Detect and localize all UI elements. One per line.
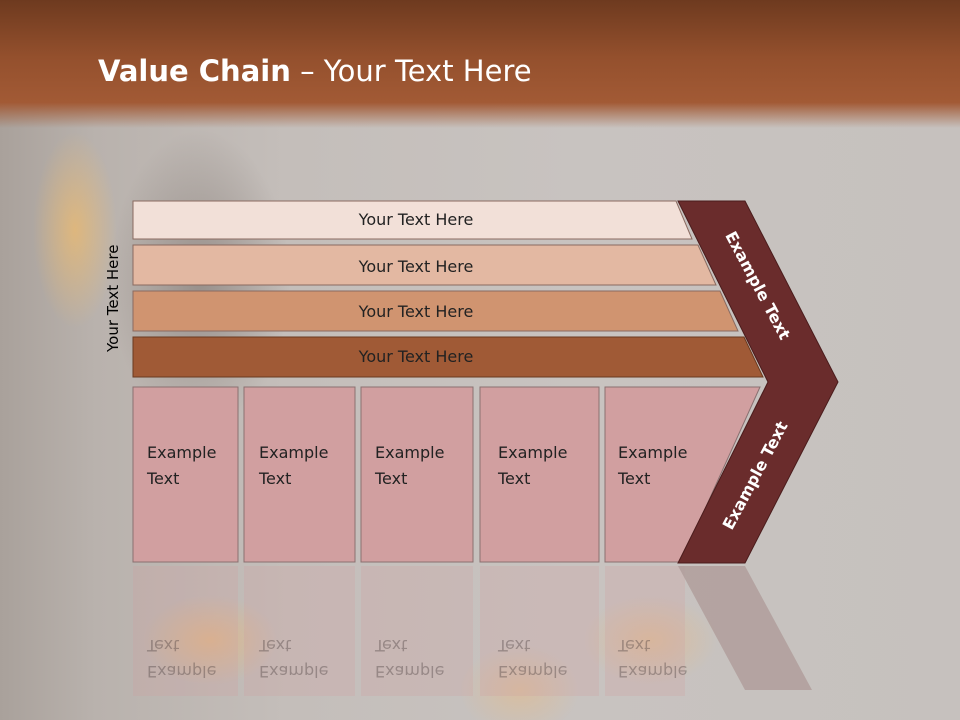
box-2-reflection-line2: Text: [259, 636, 292, 655]
bar-1-label: Your Text Here: [358, 210, 474, 229]
bar-3-shape[interactable]: [132, 290, 739, 332]
bar-1-shape[interactable]: [132, 200, 693, 240]
bar-3-label: Your Text Here: [358, 302, 474, 321]
box-1-line1: Example: [147, 443, 217, 462]
reflection: [133, 566, 812, 696]
box-3-text: Example Text: [375, 440, 444, 492]
box-1-reflection-line1: Example: [147, 662, 217, 681]
title-rest: – Your Text Here: [290, 54, 532, 88]
box-2-reflection-line1: Example: [259, 662, 329, 681]
box-5-reflection: Example Text: [618, 632, 687, 684]
box-4-reflection: Example Text: [498, 632, 567, 684]
box-3-reflection-line2: Text: [375, 636, 408, 655]
box-4-text: Example Text: [498, 440, 567, 492]
box-5-reflection-line1: Example: [618, 662, 688, 681]
bar-2-label: Your Text Here: [358, 257, 474, 276]
box-4-shape[interactable]: [479, 386, 600, 563]
box-2-reflection: Example Text: [259, 632, 328, 684]
box-5-reflection-line2: Text: [618, 636, 651, 655]
box-1-line2: Text: [147, 469, 180, 488]
box-1-text: Example Text: [147, 440, 216, 492]
box-1-reflection: Example Text: [147, 632, 216, 684]
box-2-line2: Text: [259, 469, 292, 488]
bar-4-label: Your Text Here: [358, 347, 474, 366]
box-2-shape[interactable]: [243, 386, 356, 563]
box-4-line2: Text: [498, 469, 531, 488]
box-5-text: Example Text: [618, 440, 687, 492]
chevron-arrow[interactable]: [677, 200, 839, 564]
box-2-text: Example Text: [259, 440, 328, 492]
box-3-reflection-line1: Example: [375, 662, 445, 681]
box-3-line1: Example: [375, 443, 445, 462]
box-1-reflection-line2: Text: [147, 636, 180, 655]
title-bold: Value Chain: [98, 54, 291, 88]
box-4-reflection-line2: Text: [498, 636, 531, 655]
box-3-reflection: Example Text: [375, 632, 444, 684]
box-2-line1: Example: [259, 443, 329, 462]
box-1-shape[interactable]: [132, 386, 239, 563]
box-4-reflection-line1: Example: [498, 662, 568, 681]
title-band: [0, 0, 960, 128]
box-5-line2: Text: [618, 469, 651, 488]
bar-2-shape[interactable]: [132, 244, 717, 286]
bar-4-shape[interactable]: [132, 336, 764, 378]
slide-title[interactable]: Value Chain – Your Text Here: [98, 54, 532, 88]
box-5-line1: Example: [618, 443, 688, 462]
box-3-shape[interactable]: [360, 386, 474, 563]
box-3-line2: Text: [375, 469, 408, 488]
box-4-line1: Example: [498, 443, 568, 462]
